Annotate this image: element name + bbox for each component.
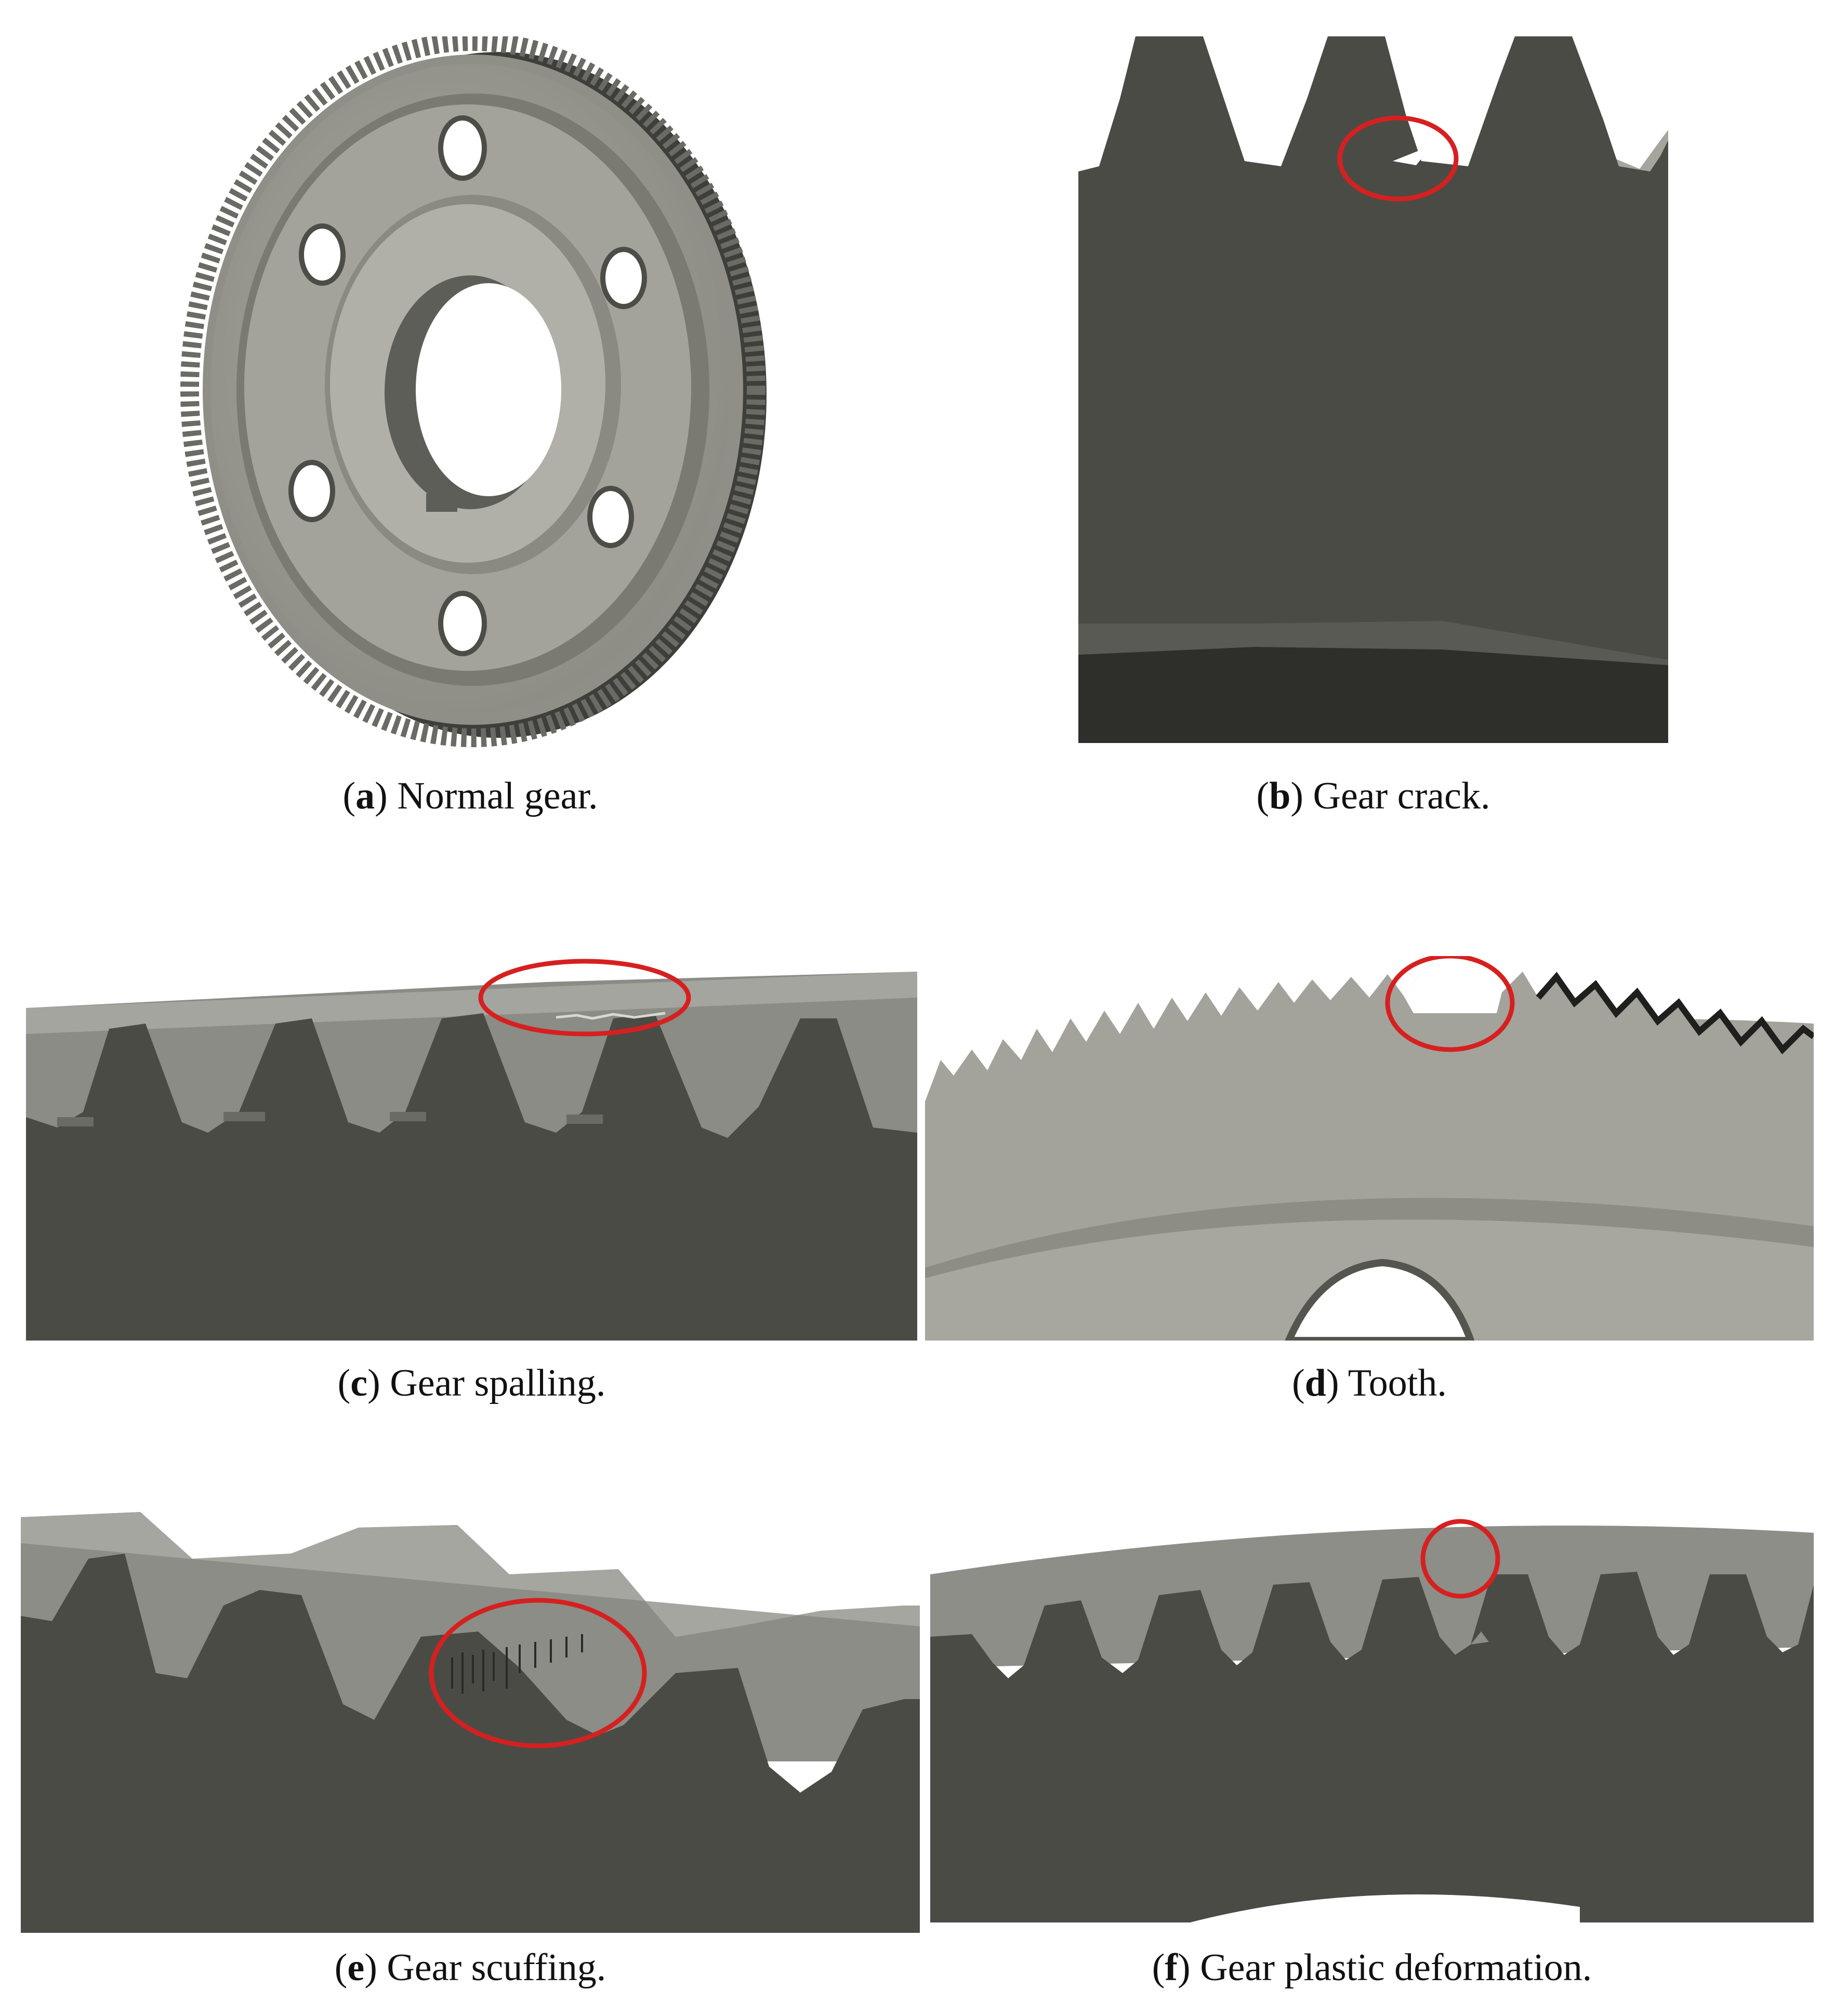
caption-c: (c) Gear spalling. bbox=[337, 1362, 606, 1404]
panel-b-image bbox=[1078, 26, 1668, 743]
caption-b: (b) Gear crack. bbox=[1256, 775, 1490, 817]
caption-e: (e) Gear scuffing. bbox=[334, 1946, 606, 1989]
crack-mark bbox=[1393, 145, 1432, 165]
panel-c-image bbox=[26, 956, 917, 1341]
normal-gear-render bbox=[180, 36, 767, 747]
tooth-render bbox=[925, 956, 1814, 1341]
caption-b-text: Gear crack. bbox=[1313, 775, 1490, 817]
caption-f-letter: f bbox=[1165, 1946, 1178, 1989]
deformation-annotation-circle bbox=[1420, 1519, 1500, 1599]
panel-f-image bbox=[930, 1512, 1814, 1922]
crack-annotation-circle bbox=[1337, 115, 1459, 202]
caption-a: (a) Normal gear. bbox=[342, 775, 598, 817]
spalling-annotation-circle bbox=[478, 959, 691, 1037]
tooth-annotation-circle bbox=[1385, 956, 1515, 1052]
panel-d-image bbox=[925, 956, 1814, 1341]
caption-a-text: Normal gear. bbox=[397, 775, 598, 817]
caption-f: (f) Gear plastic deformation. bbox=[1152, 1946, 1592, 1989]
caption-c-letter: c bbox=[350, 1362, 368, 1404]
caption-e-letter: e bbox=[347, 1946, 365, 1989]
caption-a-letter: a bbox=[355, 775, 375, 817]
caption-b-letter: b bbox=[1269, 775, 1291, 817]
caption-e-text: Gear scuffing. bbox=[387, 1946, 606, 1989]
gear-plastic-deformation-render bbox=[930, 1512, 1814, 1922]
caption-c-text: Gear spalling. bbox=[390, 1362, 606, 1404]
gear-crack-render bbox=[1078, 26, 1668, 743]
gear-spalling-render bbox=[26, 956, 917, 1341]
scuffing-annotation-circle bbox=[429, 1598, 647, 1748]
caption-f-text: Gear plastic deformation. bbox=[1200, 1946, 1592, 1989]
caption-d: (d) Tooth. bbox=[1292, 1362, 1447, 1404]
gear-scuffing-render bbox=[21, 1502, 920, 1933]
panel-e-image bbox=[21, 1502, 920, 1933]
panel-a-image bbox=[166, 36, 774, 751]
caption-d-letter: d bbox=[1304, 1362, 1326, 1404]
caption-d-text: Tooth. bbox=[1348, 1362, 1447, 1404]
